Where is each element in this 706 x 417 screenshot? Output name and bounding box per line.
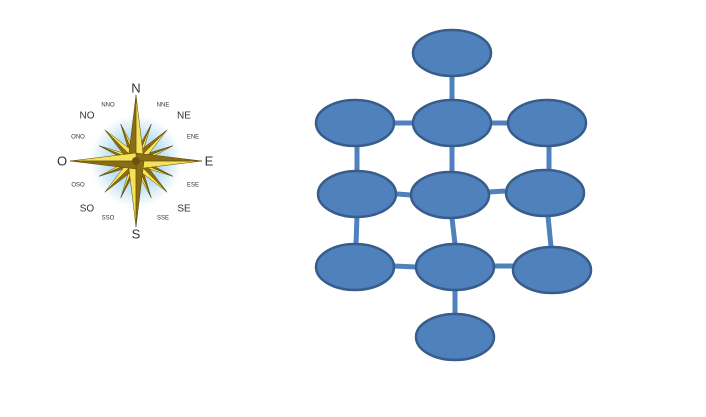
- edge-row2-center-right: [488, 188, 506, 195]
- compass-label-s: S: [132, 226, 141, 241]
- node-row1-center: [411, 98, 493, 148]
- compass-label-no: NO: [80, 111, 95, 122]
- node-top: [411, 28, 493, 78]
- node-row1-right: [506, 98, 588, 148]
- compass-label-se: SE: [177, 204, 191, 215]
- compass-rose-icon: N E S O NE SE SO NO NNE ENE ESE SSE SSO …: [57, 80, 214, 241]
- compass-label-sse: SSE: [157, 216, 169, 222]
- compass-label-e: E: [205, 153, 214, 168]
- compass-center: [132, 157, 140, 165]
- compass-label-ese: ESE: [187, 183, 199, 189]
- network-diagram: [314, 28, 593, 362]
- edge-right-row2-row3: [545, 215, 554, 248]
- network-nodes: [314, 28, 593, 362]
- node-row2-right: [504, 168, 586, 218]
- compass-label-ne: NE: [177, 111, 191, 122]
- compass-label-n: N: [131, 80, 140, 95]
- node-bottom: [414, 312, 496, 362]
- node-row3-center: [414, 242, 496, 292]
- compass-label-sso: SSO: [102, 216, 115, 222]
- edge-row3-left-center: [393, 263, 417, 270]
- node-row3-left: [314, 242, 396, 292]
- node-row2-left: [316, 169, 398, 219]
- edge-center-row2-row3: [449, 217, 458, 245]
- node-row1-left: [314, 98, 396, 148]
- node-row2-center: [409, 170, 491, 220]
- compass-label-so: SO: [80, 204, 95, 215]
- compass-label-ene: ENE: [187, 135, 199, 141]
- compass-label-o: O: [57, 153, 67, 168]
- node-row3-right: [511, 245, 593, 295]
- network-edges: [353, 76, 554, 314]
- edge-left-row2-row3: [353, 215, 360, 246]
- compass-label-oso: OSO: [71, 183, 85, 189]
- edge-row2-left-center: [396, 191, 412, 198]
- compass-label-nne: NNE: [157, 103, 170, 109]
- compass-label-nno: NNO: [101, 103, 115, 109]
- compass-label-ono: ONO: [71, 135, 85, 141]
